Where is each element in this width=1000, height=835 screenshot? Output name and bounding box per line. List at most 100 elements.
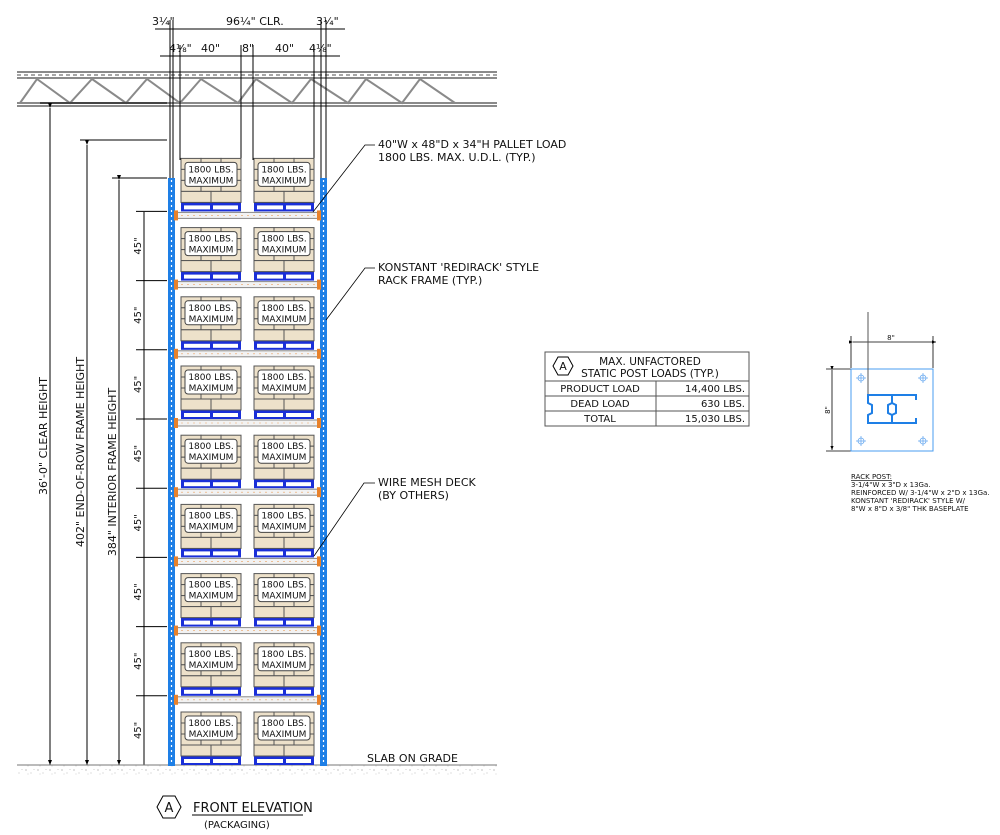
load-label: 1800 LBS.	[188, 511, 233, 521]
carton	[253, 398, 285, 411]
pallet	[254, 271, 314, 281]
load-label-box	[184, 300, 238, 326]
title-sub: (PACKAGING)	[204, 820, 270, 831]
load-label: 1800 LBS.	[261, 442, 306, 452]
dim-left-gap: 4⅛"	[169, 42, 192, 55]
carton	[253, 606, 285, 619]
load-label: 1800 LBS.	[261, 511, 306, 521]
pallet	[181, 617, 241, 627]
carton	[180, 536, 212, 549]
pallet-load: 1800 LBS.MAXIMUM	[253, 365, 315, 419]
load-label: 1800 LBS.	[261, 719, 306, 729]
beam-connector	[174, 694, 178, 705]
pallet	[254, 202, 314, 212]
carton	[283, 260, 315, 273]
callout-pallet-load-2: 1800 LBS. MAX. U.D.L. (TYP.)	[378, 151, 536, 164]
dim-bay-right: 40"	[275, 42, 294, 55]
load-label: MAXIMUM	[262, 730, 307, 740]
pallet	[181, 686, 241, 696]
level-spacing-label: 45"	[133, 237, 144, 254]
load-label: 1800 LBS.	[261, 235, 306, 245]
carton	[210, 329, 242, 342]
carton	[210, 398, 242, 411]
dim-center-gap: 8"	[242, 42, 254, 55]
pallet-load: 1800 LBS.MAXIMUM	[253, 711, 315, 765]
load-label-box	[257, 300, 311, 326]
pallet	[254, 410, 314, 419]
load-label-box	[257, 369, 311, 395]
dim-left-post: 3¼"	[152, 15, 175, 28]
load-label: 1800 LBS.	[188, 650, 233, 660]
carton	[180, 190, 212, 203]
pallet	[181, 202, 241, 212]
pallet-load: 1800 LBS.MAXIMUM	[180, 434, 242, 489]
table-heading-2: STATIC POST LOADS (TYP.)	[581, 368, 719, 380]
callout-rack-frame-2: RACK FRAME (TYP.)	[378, 274, 482, 287]
table-row-label: TOTAL	[583, 414, 616, 425]
pallet-load: 1800 LBS.MAXIMUM	[253, 227, 315, 281]
load-label: MAXIMUM	[189, 176, 234, 186]
load-label: MAXIMUM	[189, 315, 234, 325]
pallet-load: 1800 LBS.MAXIMUM	[180, 365, 242, 419]
load-label: MAXIMUM	[262, 384, 307, 394]
callout-rack-frame-1: KONSTANT 'REDIRACK' STYLE	[378, 261, 539, 274]
carton	[210, 744, 242, 757]
level-spacing-label: 45"	[133, 722, 144, 739]
load-label-box	[257, 507, 311, 533]
table-row-label: PRODUCT LOAD	[560, 384, 640, 395]
pallet	[181, 271, 241, 281]
drawing-title: A FRONT ELEVATION (PACKAGING)	[156, 795, 313, 831]
dim-clear-width: 96¼" CLR.	[226, 15, 284, 28]
end-of-row-height-label: 402" END-OF-ROW FRAME HEIGHT	[74, 357, 87, 547]
load-label: MAXIMUM	[262, 453, 307, 463]
section-tag-hexagon	[156, 795, 182, 819]
level-spacing-label: 45"	[133, 376, 144, 393]
carton	[180, 260, 212, 273]
slab-label: SLAB ON GRADE	[367, 752, 458, 765]
callouts: 40"W x 48"D x 34"H PALLET LOAD 1800 LBS.…	[312, 138, 566, 557]
load-label: 1800 LBS.	[261, 373, 306, 383]
callout-wire-deck-1: WIRE MESH DECK	[378, 476, 477, 489]
beam-connector	[174, 279, 178, 290]
load-label-box	[184, 715, 238, 741]
level-spacing-label: 45"	[133, 583, 144, 600]
carton	[180, 398, 212, 411]
beam-connector	[317, 487, 321, 498]
detail-note: REINFORCED W/ 3-1/4"W x 2"D x 13Ga.	[851, 489, 990, 497]
callout-wire-deck-2: (BY OTHERS)	[378, 489, 449, 502]
pallet-load: 1800 LBS.MAXIMUM	[180, 227, 242, 281]
load-label: 1800 LBS.	[188, 373, 233, 383]
carton	[253, 329, 285, 342]
carton	[210, 260, 242, 273]
pallet	[254, 340, 314, 350]
pallet-load: 1800 LBS.MAXIMUM	[253, 573, 315, 627]
pallet-load: 1800 LBS.MAXIMUM	[180, 711, 242, 765]
table-tag-hexagon	[552, 356, 574, 376]
load-label: MAXIMUM	[262, 592, 307, 602]
load-label-box	[184, 369, 238, 395]
detail-depth-dim: 8"	[824, 406, 832, 414]
beam-connector	[317, 418, 321, 428]
carton	[283, 329, 315, 342]
load-label: MAXIMUM	[189, 453, 234, 463]
rack-post-detail: 8" 8" RACK POST: 3-1/4"W x 3"D x 13Ga. R…	[824, 312, 990, 513]
carton	[180, 744, 212, 757]
load-label-box	[257, 231, 311, 257]
pallet	[254, 756, 314, 765]
load-label: MAXIMUM	[189, 592, 234, 602]
beam-connector	[317, 556, 321, 567]
detail-note: 3-1/4"W x 3"D x 13Ga.	[851, 481, 930, 489]
load-label-box	[257, 161, 311, 187]
post-section-main	[867, 394, 893, 424]
beam-connector	[317, 694, 321, 705]
roof-truss	[17, 71, 497, 107]
beam-connector	[317, 625, 321, 636]
carton	[253, 744, 285, 757]
dim-right-post: 3¼"	[316, 15, 339, 28]
pallet-load: 1800 LBS.MAXIMUM	[180, 296, 242, 350]
table-row-label: DEAD LOAD	[570, 399, 629, 410]
load-label: 1800 LBS.	[188, 719, 233, 729]
level-spacing-label: 45"	[133, 653, 144, 670]
